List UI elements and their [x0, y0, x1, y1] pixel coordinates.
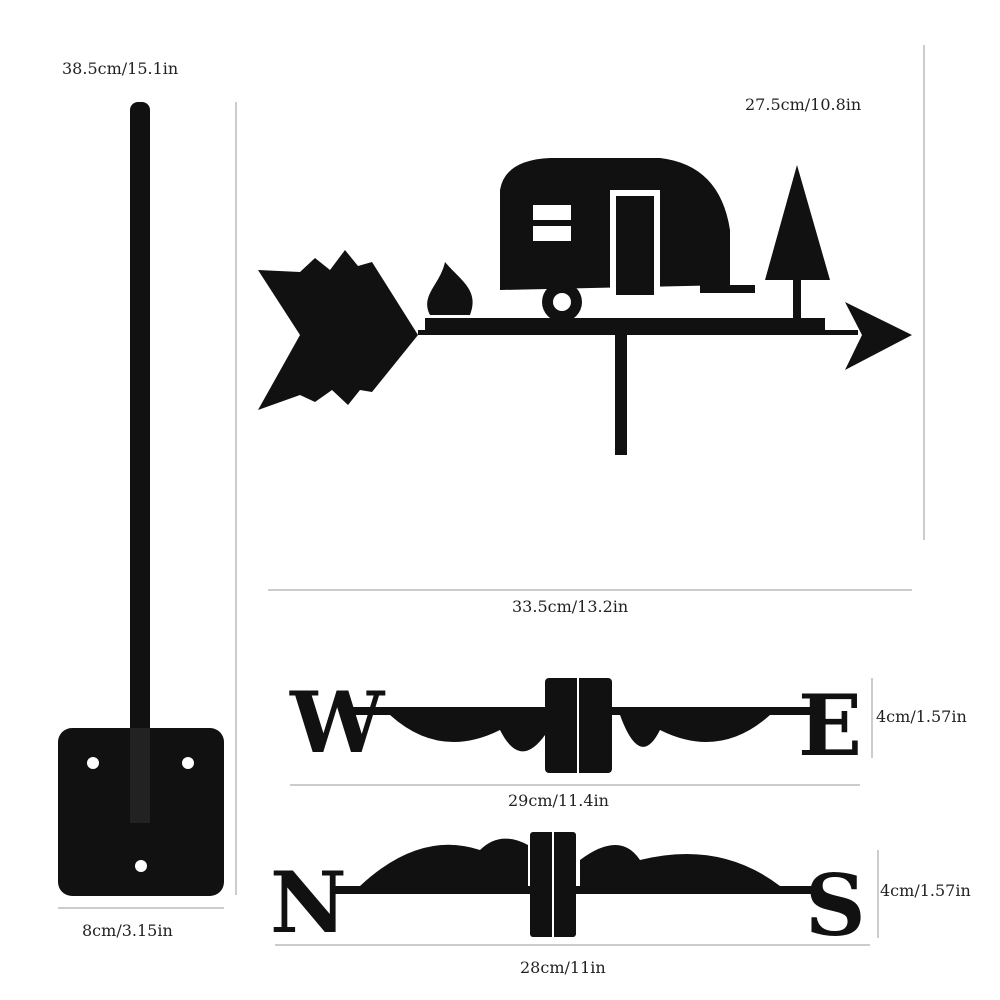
vane-post [615, 330, 627, 455]
letter-e: E [798, 676, 862, 775]
ns-height-label: 4cm/1.57in [880, 881, 971, 900]
north-south-directional: N S [270, 832, 866, 955]
vane-height-label: 27.5cm/10.8in [745, 95, 861, 114]
pine-tree [765, 165, 830, 280]
vane-width-label: 33.5cm/13.2in [512, 597, 628, 616]
letter-n: N [270, 853, 347, 952]
base-width-label: 8cm/3.15in [82, 921, 173, 940]
letter-s: S [805, 856, 866, 955]
pole-length-label: 38.5cm/15.1in [62, 59, 178, 78]
arrow-head [845, 302, 912, 370]
dimension-lines [58, 45, 925, 946]
arrow-tail [258, 250, 418, 410]
letter-w: W [289, 673, 386, 772]
west-east-directional: W E [289, 673, 862, 775]
campfire [427, 262, 473, 315]
we-width-label: 29cm/11.4in [508, 791, 609, 810]
camper-weathervane [258, 158, 912, 455]
ns-width-label: 28cm/11in [520, 958, 606, 977]
we-height-label: 4cm/1.57in [876, 707, 967, 726]
mounting-pole [58, 102, 224, 896]
